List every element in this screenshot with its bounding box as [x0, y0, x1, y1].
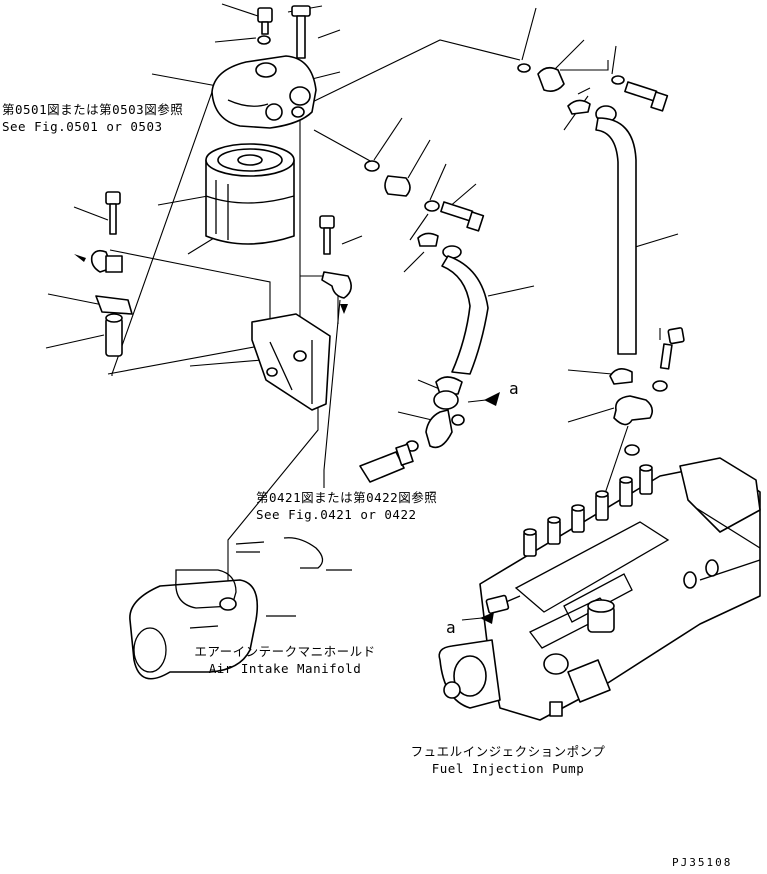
hose-right: [595, 117, 637, 355]
fittings-right-lower: [609, 327, 685, 456]
banjo-fitting: [359, 390, 500, 483]
center-bolt-clip: [319, 215, 352, 314]
fuel-filter: [205, 143, 295, 245]
fittings-right-top: [517, 63, 669, 123]
pump-label-en: Fuel Injection Pump: [431, 761, 585, 776]
plate-spacer: [95, 295, 133, 357]
drawing-code: PJ35108: [672, 856, 733, 869]
hose-left: [435, 255, 489, 395]
marker-a-right: a: [509, 379, 520, 398]
ref-0421-label-jp: 第0421図または第0422図参照: [256, 490, 438, 505]
ref-0501-label-en: See Fig.0501 or 0503: [2, 119, 163, 134]
ref-0421-label-en: See Fig.0421 or 0422: [256, 507, 417, 522]
top-bolts: [257, 5, 311, 59]
air-intake-manifold: [129, 537, 352, 680]
marker-a-left: a: [446, 618, 457, 637]
clamp-bolt-left: [74, 191, 123, 273]
pump-label-jp: フュエルインジェクションポンプ: [410, 744, 606, 759]
bracket: [251, 313, 331, 411]
fittings-left: [364, 160, 485, 259]
fuel-injection-pump: [438, 457, 761, 721]
manifold-label-jp: エアーインテークマニホールド: [194, 644, 376, 659]
manifold-label-en: Air Intake Manifold: [208, 661, 362, 676]
filter-head: [211, 55, 317, 129]
ref-0501-label-jp: 第0501図または第0503図参照: [2, 102, 184, 117]
pump-outlets: [523, 464, 719, 589]
